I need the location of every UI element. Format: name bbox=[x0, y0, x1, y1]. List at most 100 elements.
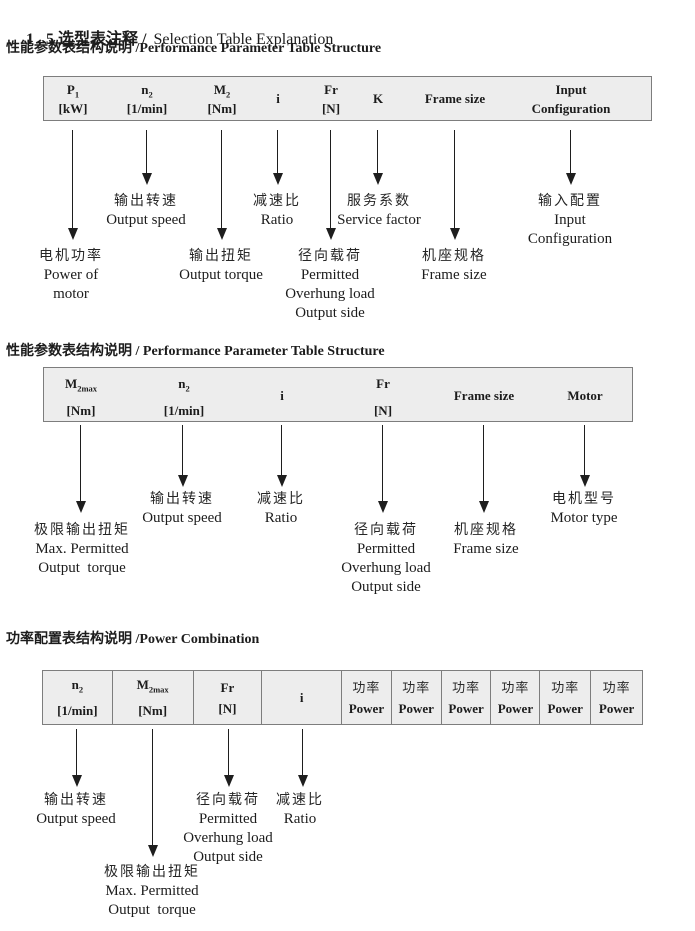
t1-col-frame-label: Frame size bbox=[424, 91, 486, 106]
callout-zh: 径向载荷 bbox=[298, 249, 362, 264]
t3-col-power-4: 功率 Power bbox=[491, 671, 541, 724]
callout-overhung-load: 径向载荷 Permitted Overhung load Output side bbox=[285, 247, 375, 323]
callout-zh: 减速比 bbox=[257, 492, 305, 507]
callout-frame-size: 机座规格 Frame size bbox=[421, 247, 486, 285]
callout-en: Output side bbox=[193, 849, 263, 865]
callout-en: Output side bbox=[351, 579, 421, 595]
arrow-down-m2max bbox=[75, 425, 86, 513]
t3-col-i: i bbox=[262, 671, 342, 724]
t2-col-m2max-symbol: M2max bbox=[64, 376, 98, 394]
t1-col-input-line2: Configuration bbox=[531, 101, 611, 116]
callout-motor-type: 电机型号 Motor type bbox=[550, 490, 617, 528]
callout-en: Ratio bbox=[264, 510, 298, 526]
callout-en: Overhung load bbox=[341, 560, 431, 576]
t3-col-power-1: 功率 Power bbox=[342, 671, 392, 724]
arrow-down-k bbox=[372, 130, 383, 185]
callout-frame-size: 机座规格 Frame size bbox=[453, 521, 518, 559]
arrow-down-frame bbox=[449, 130, 460, 240]
callout-en: Frame size bbox=[421, 267, 487, 283]
callout-en: Overhung load bbox=[285, 286, 375, 302]
callout-zh: 机座规格 bbox=[453, 523, 518, 538]
t1-col-n2: n2 [1/min] bbox=[127, 80, 167, 118]
callout-zh: 输出转速 bbox=[149, 492, 214, 507]
arrow-down-frame bbox=[478, 425, 489, 513]
t2-col-i: i bbox=[280, 382, 284, 409]
t3-col-m2max-unit: [Nm] bbox=[138, 703, 168, 719]
callout-ratio: 减速比 Ratio bbox=[253, 192, 301, 230]
t1-col-n2-unit: [1/min] bbox=[126, 101, 168, 116]
arrow-down-i bbox=[297, 729, 308, 787]
t3-col-n2-unit: [1/min] bbox=[57, 703, 98, 719]
arrow-down-n2 bbox=[177, 425, 188, 487]
t1-col-p1-symbol: P1 bbox=[66, 82, 80, 100]
callout-zh: 径向载荷 bbox=[354, 523, 418, 538]
t2-col-motor: Motor bbox=[567, 382, 602, 409]
arrow-down-input bbox=[565, 130, 576, 185]
t2-col-m2max: M2max [Nm] bbox=[65, 370, 97, 424]
callout-zh: 输出扭矩 bbox=[189, 249, 253, 264]
t3-col-power-3: 功率 Power bbox=[442, 671, 492, 724]
power-en: Power bbox=[497, 700, 534, 716]
t2-col-n2-symbol: n2 bbox=[178, 376, 190, 394]
t1-col-m2-symbol: M2 bbox=[213, 82, 231, 100]
arrow-down-i bbox=[276, 425, 287, 487]
callout-en: Max. Permitted bbox=[35, 541, 129, 557]
t1-col-m2: M2 [Nm] bbox=[208, 80, 237, 118]
callout-zh: 减速比 bbox=[276, 793, 324, 808]
t1-col-k-symbol: K bbox=[372, 91, 384, 106]
callout-max-output-torque: 极限输出扭矩 Max. Permitted Output torque bbox=[104, 863, 200, 920]
callout-output-torque: 输出扭矩 Output torque bbox=[179, 247, 263, 285]
t2-col-i-symbol: i bbox=[280, 388, 284, 403]
callout-en: Configuration bbox=[527, 231, 613, 247]
t1-col-fr: Fr [N] bbox=[322, 80, 340, 118]
power-en: Power bbox=[348, 700, 385, 716]
callout-en: Output torque bbox=[179, 267, 263, 283]
callout-en: Power of bbox=[43, 267, 99, 283]
t3-col-fr: Fr [N] bbox=[194, 671, 263, 724]
callout-input-configuration: 输入配置 Input Configuration bbox=[528, 192, 612, 249]
page-title-en: Selection Table Explanation bbox=[153, 31, 334, 48]
t2-col-fr-unit: [N] bbox=[373, 403, 393, 418]
t2-col-n2: n2 [1/min] bbox=[164, 370, 204, 424]
callout-ratio: 减速比 Ratio bbox=[276, 791, 324, 829]
t3-col-m2max-symbol: M2max bbox=[136, 676, 169, 695]
t1-col-m2-unit: [Nm] bbox=[207, 101, 237, 116]
callout-zh: 极限输出扭矩 bbox=[104, 865, 200, 880]
callout-en: Output speed bbox=[106, 212, 186, 228]
page-title-zh: 1 . 5 选型表注释 / bbox=[26, 31, 147, 48]
power-en: Power bbox=[598, 700, 635, 716]
arrow-down-m2max bbox=[147, 729, 158, 857]
power-zh: 功率 bbox=[501, 679, 530, 695]
t2-col-fr-symbol: Fr bbox=[376, 376, 390, 391]
callout-output-speed: 输出转速 Output speed bbox=[36, 791, 116, 829]
t1-col-input: Input Configuration bbox=[532, 80, 611, 118]
callout-zh: 减速比 bbox=[253, 194, 301, 209]
power-zh: 功率 bbox=[402, 679, 431, 695]
arrow-down-m2 bbox=[216, 130, 227, 240]
callout-zh: 服务系数 bbox=[346, 194, 411, 209]
callout-output-speed: 输出转速 Output speed bbox=[142, 490, 222, 528]
callout-zh: 输入配置 bbox=[538, 194, 602, 209]
callout-zh: 机座规格 bbox=[421, 249, 486, 264]
power-zh: 功率 bbox=[551, 679, 580, 695]
arrow-down-fr bbox=[223, 729, 234, 787]
section1-heading: 性能参数表结构说明 /Performance Parameter Table S… bbox=[6, 41, 382, 56]
t1-col-frame: Frame size bbox=[425, 89, 485, 108]
power-zh: 功率 bbox=[452, 679, 481, 695]
t3-col-fr-symbol: Fr bbox=[220, 679, 235, 695]
callout-zh: 径向载荷 bbox=[196, 793, 260, 808]
callout-en: Ratio bbox=[260, 212, 294, 228]
t1-col-i: i bbox=[276, 89, 280, 108]
callout-en: Output torque bbox=[38, 560, 126, 576]
arrow-down-fr bbox=[377, 425, 388, 513]
arrow-down-i bbox=[272, 130, 283, 185]
t2-col-frame-label: Frame size bbox=[453, 388, 515, 403]
t1-col-i-symbol: i bbox=[276, 91, 280, 106]
t3-col-m2max: M2max [Nm] bbox=[113, 671, 194, 724]
t2-col-frame: Frame size bbox=[454, 382, 514, 409]
callout-en: Permitted bbox=[198, 811, 258, 827]
callout-service-factor: 服务系数 Service factor bbox=[337, 192, 421, 230]
t3-col-power-2: 功率 Power bbox=[392, 671, 442, 724]
page-title: 1 . 5 选型表注释 / Selection Table Explanation bbox=[10, 7, 333, 67]
